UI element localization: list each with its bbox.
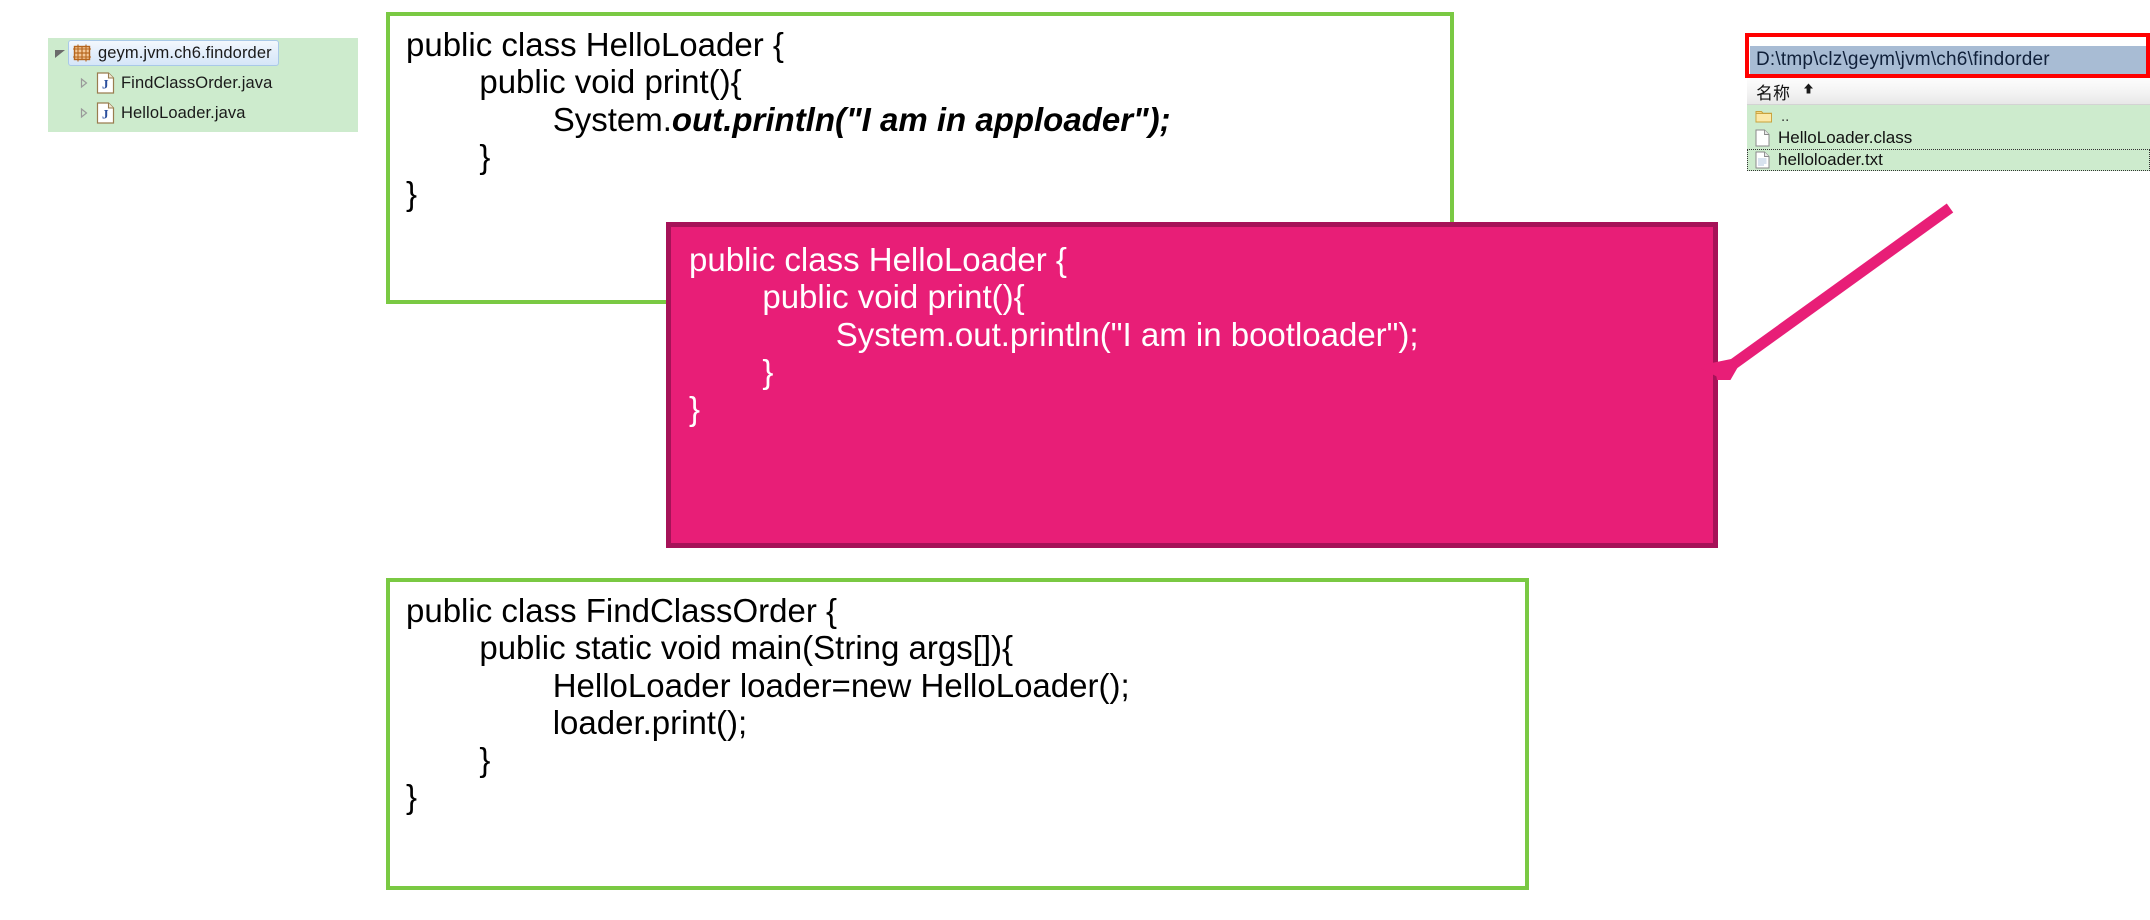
file-icon bbox=[1755, 129, 1770, 147]
column-header-name-label: 名称 bbox=[1756, 83, 1790, 104]
tree-row-helloloader-java-label: HelloLoader.java bbox=[121, 103, 246, 122]
sort-ascending-arrow-icon bbox=[1802, 82, 1815, 100]
code-line: } bbox=[406, 741, 491, 779]
file-row-helloloader-class[interactable]: HelloLoader.class bbox=[1747, 127, 2150, 149]
tree-row-package-selection[interactable]: geym.jvm.ch6.findorder bbox=[68, 40, 279, 66]
file-explorer-panel[interactable]: D:\tmp\clz\geym\jvm\ch6\findorder 名称 .. bbox=[1745, 33, 2150, 171]
code-line: } bbox=[689, 390, 701, 428]
package-icon bbox=[72, 43, 92, 63]
code-box-bootloader-text: public class HelloLoader { public void p… bbox=[671, 227, 1713, 427]
tree-row-package-label: geym.jvm.ch6.findorder bbox=[98, 43, 272, 62]
folder-icon bbox=[1755, 108, 1773, 124]
chevron-right-icon[interactable] bbox=[76, 68, 92, 98]
code-line: public class HelloLoader { bbox=[689, 241, 1067, 278]
code-box-apploader-text: public class HelloLoader { public void p… bbox=[390, 16, 1450, 212]
tree-row-findclassorder-java-label: FindClassOrder.java bbox=[121, 73, 273, 92]
code-box-findclassorder: public class FindClassOrder { public sta… bbox=[386, 578, 1529, 890]
code-line: public class HelloLoader { bbox=[406, 26, 784, 63]
address-bar-path-text: D:\tmp\clz\geym\jvm\ch6\findorder bbox=[1756, 49, 2050, 70]
expand-twisty-icon[interactable] bbox=[52, 38, 68, 68]
address-bar-input[interactable]: D:\tmp\clz\geym\jvm\ch6\findorder bbox=[1750, 46, 2146, 74]
tree-row-package[interactable]: geym.jvm.ch6.findorder bbox=[48, 38, 358, 68]
code-box-findclassorder-text: public class FindClassOrder { public sta… bbox=[390, 582, 1525, 816]
text-file-icon bbox=[1755, 151, 1770, 169]
file-row-helloloader-txt[interactable]: helloloader.txt bbox=[1747, 149, 2150, 171]
tree-row-helloloader-java-content[interactable]: J HelloLoader.java bbox=[92, 100, 250, 126]
tree-row-helloloader-java[interactable]: J HelloLoader.java bbox=[48, 98, 358, 128]
tree-row-findclassorder-java[interactable]: J FindClassOrder.java bbox=[48, 68, 358, 98]
package-explorer-tree[interactable]: geym.jvm.ch6.findorder J FindClassOrder.… bbox=[48, 38, 358, 132]
svg-text:J: J bbox=[102, 77, 109, 92]
file-row-helloloader-class-label: HelloLoader.class bbox=[1778, 128, 1913, 147]
svg-text:J: J bbox=[102, 107, 109, 122]
code-line: System.out.println("I am in bootloader")… bbox=[689, 315, 1419, 353]
code-box-bootloader: public class HelloLoader { public void p… bbox=[666, 222, 1718, 548]
chevron-right-icon[interactable] bbox=[76, 98, 92, 128]
file-row-helloloader-txt-label: helloloader.txt bbox=[1778, 150, 1883, 169]
file-row-parent-directory[interactable]: .. bbox=[1747, 105, 2150, 127]
tree-row-findclassorder-java-content[interactable]: J FindClassOrder.java bbox=[92, 70, 276, 96]
code-line: public void print(){ bbox=[406, 63, 742, 101]
java-file-icon: J bbox=[96, 72, 115, 94]
code-line-prefix: System. bbox=[406, 100, 672, 138]
code-line: public void print(){ bbox=[689, 278, 1025, 316]
code-line: loader.print(); bbox=[406, 703, 748, 741]
code-line: } bbox=[689, 352, 774, 390]
column-header-name[interactable]: 名称 bbox=[1747, 78, 2150, 105]
callout-arrow-icon bbox=[1700, 203, 1954, 380]
code-line: } bbox=[406, 175, 418, 213]
code-line: } bbox=[406, 137, 491, 175]
java-file-icon: J bbox=[96, 102, 115, 124]
code-line: HelloLoader loader=new HelloLoader(); bbox=[406, 666, 1130, 704]
code-line: public static void main(String args[]){ bbox=[406, 629, 1014, 667]
code-line-emphasis: out.println("I am in apploader"); bbox=[671, 100, 1171, 138]
code-line: public class FindClassOrder { bbox=[406, 592, 837, 629]
code-line: } bbox=[406, 778, 418, 816]
file-row-parent-directory-label: .. bbox=[1781, 107, 1790, 125]
file-list[interactable]: .. HelloLoader.class bbox=[1747, 105, 2150, 171]
